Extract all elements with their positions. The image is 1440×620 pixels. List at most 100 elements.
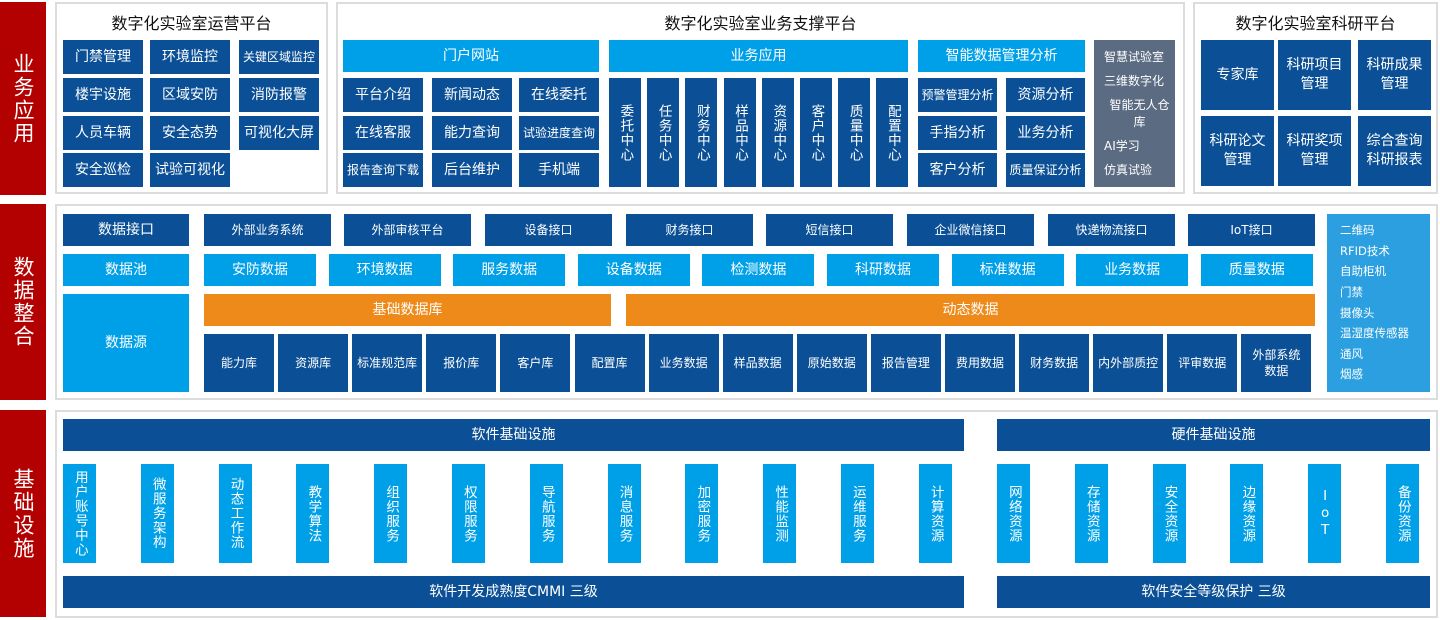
portal-item[interactable]: 报告查询下载: [343, 153, 423, 187]
ops-item[interactable]: 人员车辆: [63, 116, 143, 150]
hardware-item[interactable]: 备份资源: [1386, 464, 1419, 563]
library-item[interactable]: 外部系统 数据: [1241, 334, 1312, 392]
library-item[interactable]: 资源库: [278, 334, 349, 392]
business-app-item[interactable]: 质量中心: [838, 78, 871, 187]
software-item[interactable]: 权限服务: [452, 464, 485, 563]
interface-item[interactable]: 快递物流接口: [1048, 214, 1175, 246]
interface-item[interactable]: 财务接口: [626, 214, 753, 246]
software-item[interactable]: 组织服务: [374, 464, 408, 563]
portal-item[interactable]: 手机端: [519, 153, 599, 187]
portal-item[interactable]: 平台介绍: [343, 78, 423, 112]
research-item[interactable]: 综合查询 科研报表: [1358, 116, 1431, 186]
pool-item[interactable]: 业务数据: [1076, 254, 1189, 286]
ops-item[interactable]: 区域安防: [150, 78, 230, 112]
business-app-header[interactable]: 业务应用: [609, 40, 908, 72]
portal-item[interactable]: 在线客服: [343, 116, 423, 150]
ops-item[interactable]: 可视化大屏: [239, 116, 319, 150]
library-item[interactable]: 标准规范库: [352, 334, 423, 392]
library-item[interactable]: 费用数据: [945, 334, 1015, 392]
research-item[interactable]: 科研项目 管理: [1278, 40, 1351, 110]
software-item[interactable]: 计算资源: [918, 464, 952, 563]
hardware-item[interactable]: 安全资源: [1152, 464, 1186, 563]
pool-item[interactable]: 安防数据: [204, 254, 316, 286]
portal-item[interactable]: 在线委托: [519, 78, 599, 112]
portal-header[interactable]: 门户网站: [343, 40, 599, 72]
ops-item[interactable]: 安全巡检: [63, 153, 143, 187]
analysis-item[interactable]: 预警管理分析: [918, 78, 997, 112]
portal-item[interactable]: 后台维护: [432, 153, 512, 187]
pool-item[interactable]: 质量数据: [1200, 254, 1313, 286]
software-item[interactable]: 动态工作流: [218, 464, 252, 563]
portal-item[interactable]: 新闻动态: [432, 78, 512, 112]
business-app-item[interactable]: 配置中心: [876, 78, 909, 187]
pool-item[interactable]: 环境数据: [328, 254, 441, 286]
software-item[interactable]: 导航服务: [529, 464, 563, 563]
ops-item[interactable]: 关键区域监控: [239, 40, 319, 74]
hardware-item[interactable]: 边缘资源: [1230, 464, 1264, 563]
business-app-item[interactable]: 委托中心: [609, 78, 641, 187]
library-item[interactable]: 报价库: [426, 334, 497, 392]
ops-item[interactable]: 消防报警: [239, 78, 319, 112]
analysis-item[interactable]: 资源分析: [1006, 78, 1085, 112]
data-pool-label[interactable]: 数据池: [63, 254, 189, 286]
library-item[interactable]: 内外部质控: [1093, 334, 1164, 392]
pool-item[interactable]: 设备数据: [577, 254, 690, 286]
business-app-item[interactable]: 客户中心: [800, 78, 832, 187]
analysis-item[interactable]: 业务分析: [1006, 116, 1085, 150]
data-interface-label[interactable]: 数据接口: [63, 214, 189, 246]
business-app-item[interactable]: 资源中心: [761, 78, 794, 187]
pool-item[interactable]: 检测数据: [702, 254, 815, 286]
pool-item[interactable]: 标准数据: [951, 254, 1064, 286]
research-item[interactable]: 科研成果 管理: [1358, 40, 1431, 110]
ops-item[interactable]: 试验可视化: [150, 153, 230, 187]
interface-item[interactable]: 企业微信接口: [907, 214, 1034, 246]
library-item[interactable]: 能力库: [204, 334, 274, 392]
software-item[interactable]: 用户账号中心: [63, 464, 96, 563]
ops-item[interactable]: 环境监控: [150, 40, 230, 74]
analysis-item[interactable]: 客户分析: [918, 153, 997, 187]
library-item[interactable]: 业务数据: [648, 334, 719, 392]
software-item[interactable]: 性能监测: [763, 464, 797, 563]
analysis-item[interactable]: 质量保证分析: [1006, 153, 1085, 187]
business-app-item[interactable]: 样品中心: [723, 78, 756, 187]
library-item[interactable]: 评审数据: [1167, 334, 1238, 392]
research-item[interactable]: 科研论文 管理: [1201, 116, 1274, 186]
library-item[interactable]: 报告管理: [870, 334, 941, 392]
library-item[interactable]: 样品数据: [722, 334, 793, 392]
interface-item[interactable]: 设备接口: [485, 214, 612, 246]
research-item[interactable]: 科研奖项 管理: [1278, 116, 1351, 186]
data-source-label[interactable]: 数据源: [63, 294, 189, 392]
analysis-header[interactable]: 智能数据管理分析: [918, 40, 1085, 72]
base-database-bar[interactable]: 基础数据库: [204, 294, 611, 326]
library-item[interactable]: 客户库: [500, 334, 571, 392]
software-item[interactable]: 加密服务: [685, 464, 719, 563]
analysis-item[interactable]: 手指分析: [918, 116, 997, 150]
interface-item[interactable]: 短信接口: [766, 214, 893, 246]
software-item[interactable]: 微服务架构: [140, 464, 174, 563]
pool-item[interactable]: 科研数据: [827, 254, 939, 286]
library-item[interactable]: 财务数据: [1019, 334, 1090, 392]
ops-item[interactable]: 门禁管理: [63, 40, 143, 74]
ops-item[interactable]: 楼宇设施: [63, 78, 143, 112]
software-infra-header[interactable]: 软件基础设施: [63, 419, 964, 451]
software-item[interactable]: 消息服务: [607, 464, 641, 563]
hardware-infra-header[interactable]: 硬件基础设施: [997, 419, 1430, 451]
business-app-item[interactable]: 任务中心: [647, 78, 680, 187]
portal-item[interactable]: 能力查询: [432, 116, 512, 150]
interface-item[interactable]: 外部审核平台: [344, 214, 471, 246]
interface-item[interactable]: IoT接口: [1188, 214, 1315, 246]
library-item[interactable]: 配置库: [574, 334, 645, 392]
pool-item[interactable]: 服务数据: [453, 254, 566, 286]
software-item[interactable]: 运维服务: [841, 464, 874, 563]
hardware-item[interactable]: 存储资源: [1074, 464, 1108, 563]
interface-item[interactable]: 外部业务系统: [204, 214, 331, 246]
hardware-item[interactable]: 网络资源: [997, 464, 1030, 563]
ops-item[interactable]: 安全态势: [150, 116, 230, 150]
portal-item[interactable]: 试验进度查询: [519, 116, 599, 150]
library-item[interactable]: 原始数据: [796, 334, 867, 392]
research-item[interactable]: 专家库: [1201, 40, 1274, 110]
software-item[interactable]: 教学算法: [296, 464, 330, 563]
business-app-item[interactable]: 财务中心: [685, 78, 718, 187]
dynamic-data-bar[interactable]: 动态数据: [626, 294, 1315, 326]
hardware-item[interactable]: IoT: [1308, 464, 1342, 563]
